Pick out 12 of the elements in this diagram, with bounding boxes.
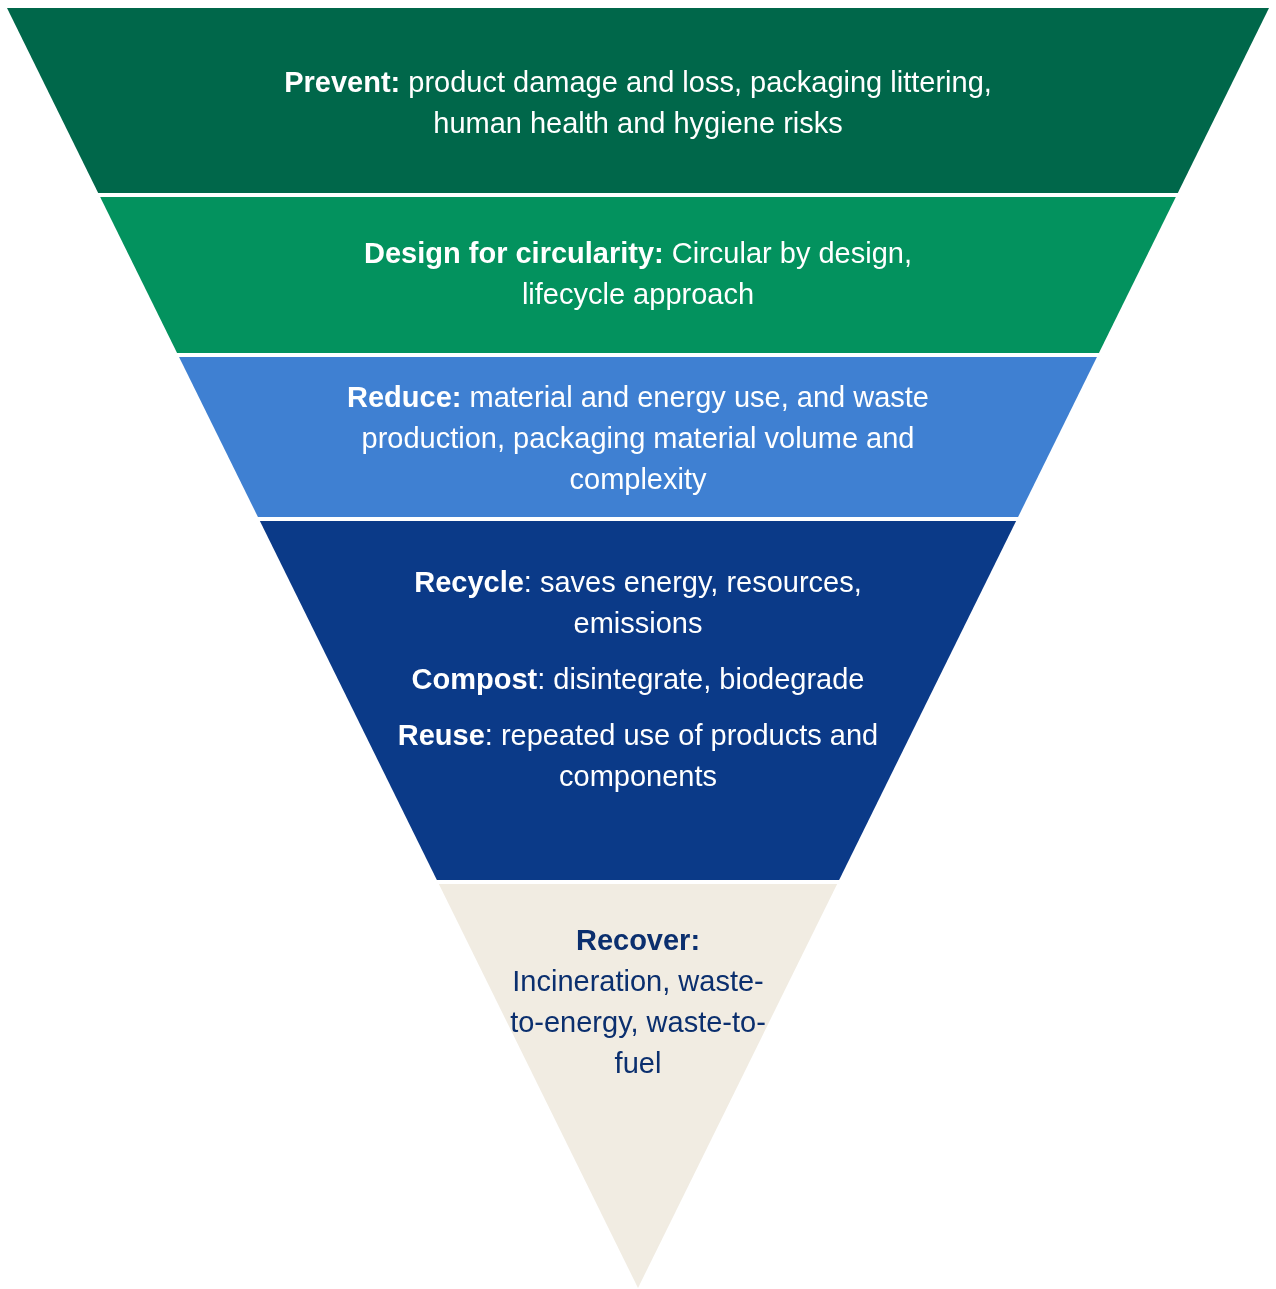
trapezoid-band — [179, 357, 1097, 517]
band-text: Reuse: repeated use of products and components — [396, 718, 880, 794]
band-text: Design for circularity: Circular by design, lifecycle approach — [363, 236, 913, 312]
trapezoid-band — [259, 521, 1017, 880]
trapezoid-band — [7, 8, 1269, 193]
band-text: Recover: Incineration, waste-to-energy, waste-to-fuel — [509, 923, 767, 1081]
band-text: Compost: disintegrate, biodegrade — [410, 662, 866, 697]
triangle-band — [438, 884, 838, 1288]
band-text: Reduce: material and energy use, and waste production, packaging material volume and complexity — [346, 380, 930, 497]
trapezoid-band — [100, 197, 1176, 353]
band-text: Prevent: product damage and loss, packaging littering, human health and hygiene risks — [283, 65, 993, 141]
band-text: Recycle: saves energy, resources, emissions — [413, 565, 863, 641]
